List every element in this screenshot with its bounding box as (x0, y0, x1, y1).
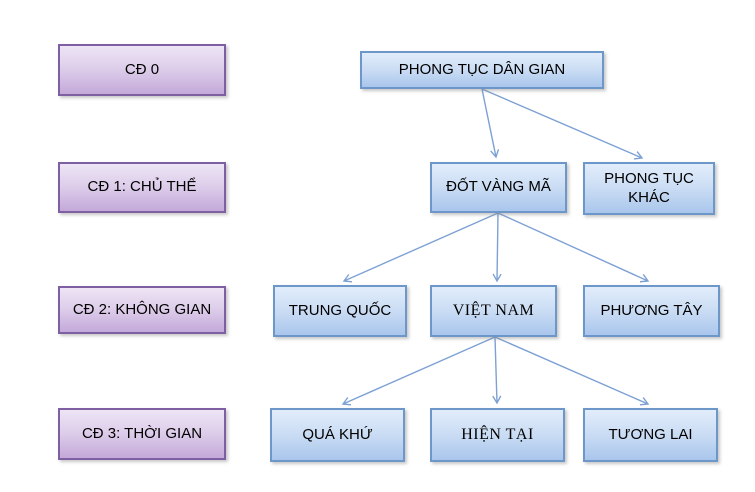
category-label: CĐ 3: THỜI GIAN (81, 424, 203, 442)
category-label: CĐ 2: KHÔNG GIAN (72, 300, 212, 318)
node-viet-nam: VIỆT NAM (430, 285, 557, 337)
category-box-cd2-khong-gian: CĐ 2: KHÔNG GIAN (58, 286, 226, 334)
node-phong-tuc-khac: PHONG TỤC KHÁC (583, 162, 715, 215)
node-qua-khu: QUÁ KHỨ (270, 408, 405, 462)
edge-viet-nam-to-hien-tai (492, 336, 502, 405)
node-label: PHƯƠNG TÂY (600, 301, 703, 319)
node-label: QUÁ KHỨ (302, 425, 373, 443)
node-label: PHONG TỤC KHÁC (604, 169, 694, 206)
node-label: PHONG TỤC DÂN GIAN (398, 60, 566, 78)
category-label: CĐ 0 (124, 60, 160, 78)
edge-dot-vang-ma-to-viet-nam (492, 212, 502, 283)
node-label: TƯƠNG LAI (608, 425, 693, 443)
category-box-cd1-chu-the: CĐ 1: CHỦ THỂ (58, 162, 226, 213)
edge-viet-nam-to-tuong-lai (494, 336, 650, 406)
category-label: CĐ 1: CHỦ THỂ (87, 178, 197, 196)
edge-dot-vang-ma-to-phuong-tay (497, 212, 650, 283)
node-tuong-lai: TƯƠNG LAI (583, 408, 718, 462)
node-label: VIỆT NAM (452, 302, 535, 319)
edge-root-to-dot-vang-ma (481, 88, 500, 159)
node-trung-quoc: TRUNG QUỐC (273, 285, 407, 337)
node-hien-tai: HIỆN TẠI (430, 408, 565, 462)
node-phuong-tay: PHƯƠNG TÂY (583, 285, 720, 337)
edge-dot-vang-ma-to-trung-quoc (342, 212, 499, 283)
node-dot-vang-ma: ĐỐT VÀNG MÃ (430, 162, 567, 213)
edge-viet-nam-to-qua-khu (341, 336, 496, 406)
node-label: HIỆN TẠI (461, 426, 534, 443)
category-box-cd0: CĐ 0 (58, 44, 226, 96)
node-label: ĐỐT VÀNG MÃ (446, 178, 551, 196)
node-label: TRUNG QUỐC (288, 301, 392, 319)
node-phong-tuc-dan-gian: PHONG TỤC DÂN GIAN (360, 51, 604, 89)
category-box-cd3-thoi-gian: CĐ 3: THỜI GIAN (58, 408, 226, 460)
edge-root-to-phong-tuc-khac (481, 88, 644, 160)
